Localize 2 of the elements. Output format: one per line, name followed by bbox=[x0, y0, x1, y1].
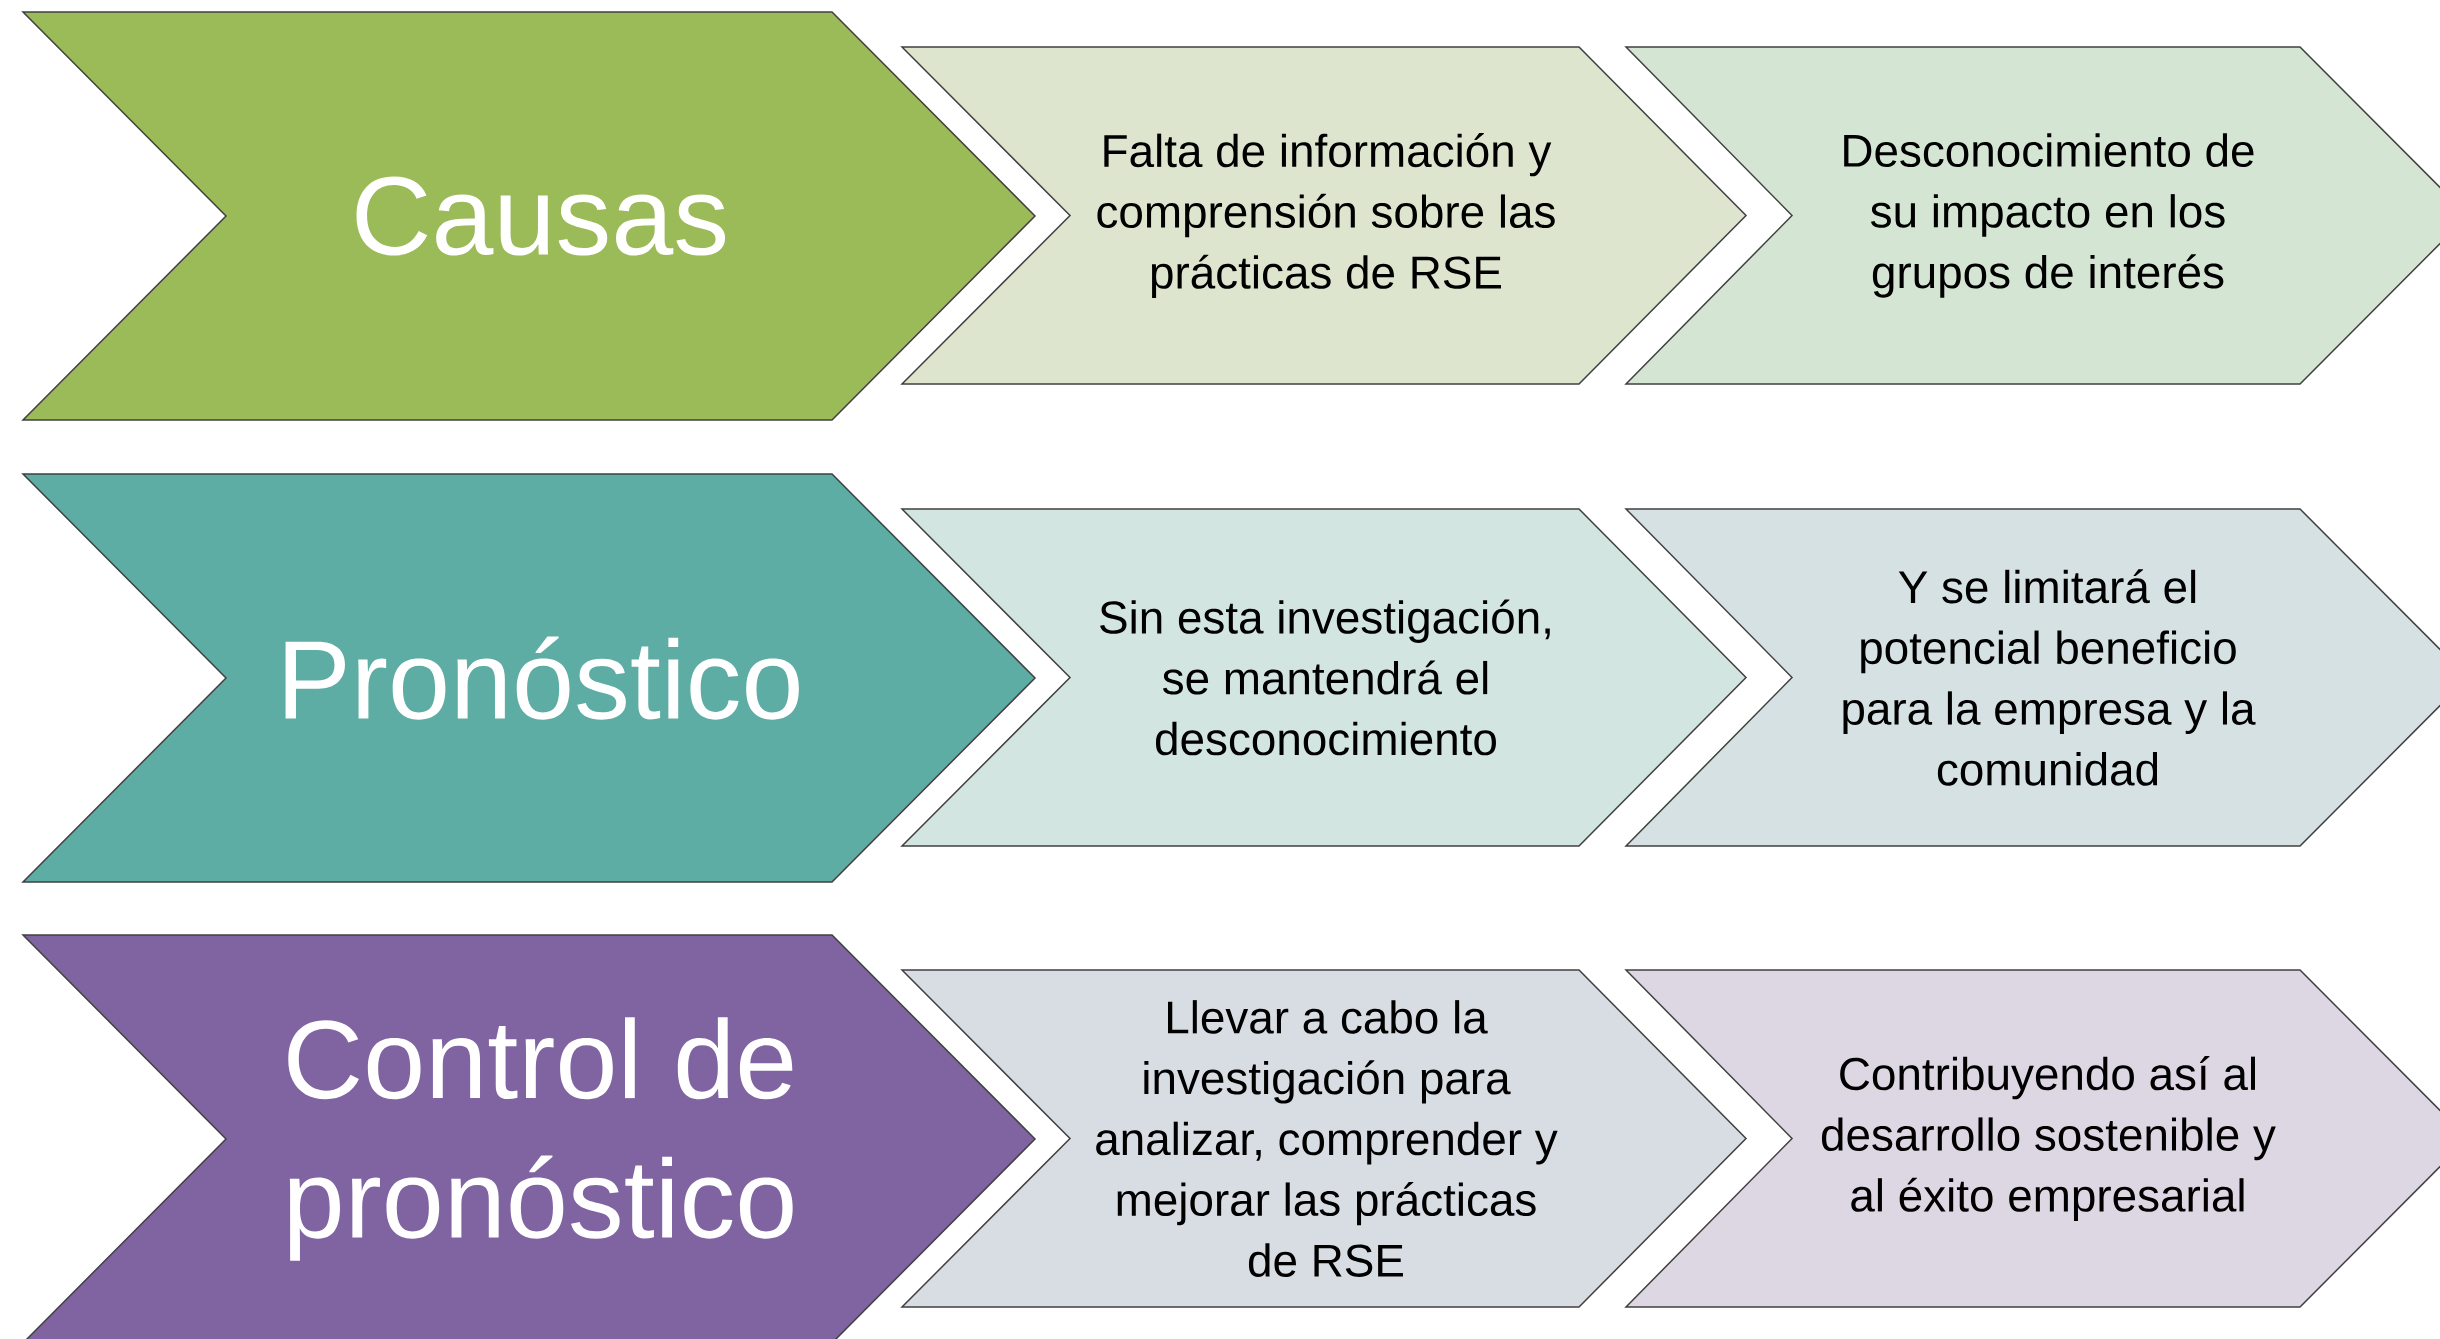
node-label: Y se limitará el potencial beneficio para la empresa y la comunidad bbox=[1843, 569, 2256, 786]
node-label: Contribuyendo así al desarrollo sostenible y al éxito empresarial bbox=[1821, 1056, 2276, 1221]
